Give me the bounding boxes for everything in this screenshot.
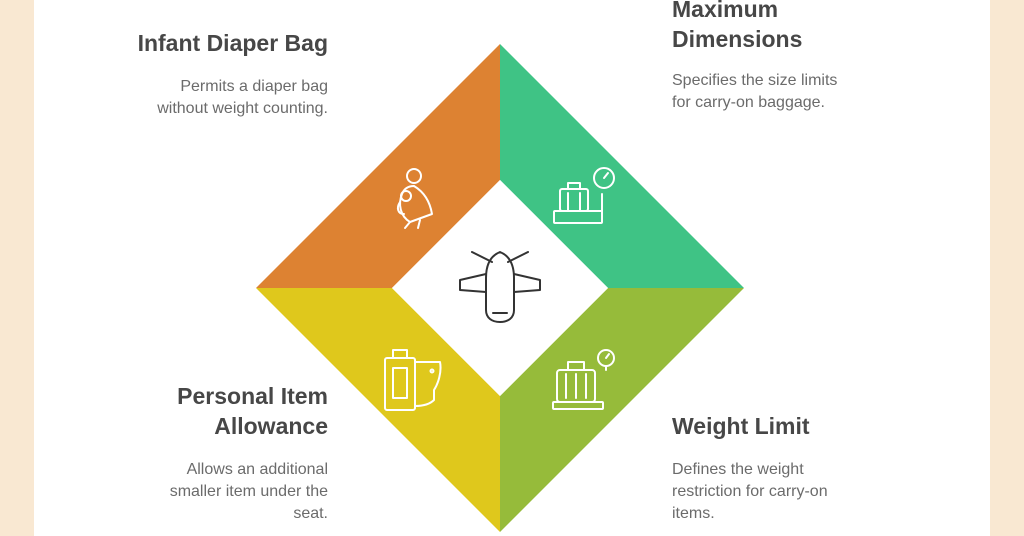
- personal-item-block: Personal Item Allowance Allows an additi…: [100, 381, 328, 525]
- quadrant-personal-item: [256, 288, 500, 532]
- bag-and-diaper-icon: [384, 349, 442, 411]
- personal-item-desc: Allows an additional smaller item under …: [169, 461, 328, 522]
- infant-diaper-bag-block: Infant Diaper Bag Permits a diaper bag w…: [100, 28, 328, 120]
- suitcase-weight-icon: [552, 349, 615, 410]
- maximum-dimensions-desc: Specifies the size limits for carry-on b…: [672, 72, 838, 111]
- quadrant-maximum-dimensions: [500, 44, 744, 288]
- infant-diaper-bag-title: Infant Diaper Bag: [137, 30, 328, 56]
- quadrant-infant-diaper-bag: [256, 44, 500, 288]
- maximum-dimensions-block: Maximum Dimensions Specifies the size li…: [672, 0, 912, 114]
- weight-limit-block: Weight Limit Defines the weight restrict…: [672, 411, 912, 525]
- maximum-dimensions-title: Maximum Dimensions: [672, 0, 803, 52]
- parent-holding-baby-icon: [396, 168, 433, 229]
- infant-diaper-bag-desc: Permits a diaper bag without weight coun…: [157, 78, 328, 117]
- personal-item-title: Personal Item Allowance: [177, 383, 328, 439]
- center-diamond: [392, 180, 608, 396]
- weight-limit-desc: Defines the weight restriction for carry…: [672, 461, 828, 522]
- airplane-icon: [459, 251, 541, 323]
- quadrant-weight-limit: [500, 288, 744, 532]
- weight-limit-title: Weight Limit: [672, 413, 810, 439]
- luggage-on-scale-icon: [553, 167, 615, 224]
